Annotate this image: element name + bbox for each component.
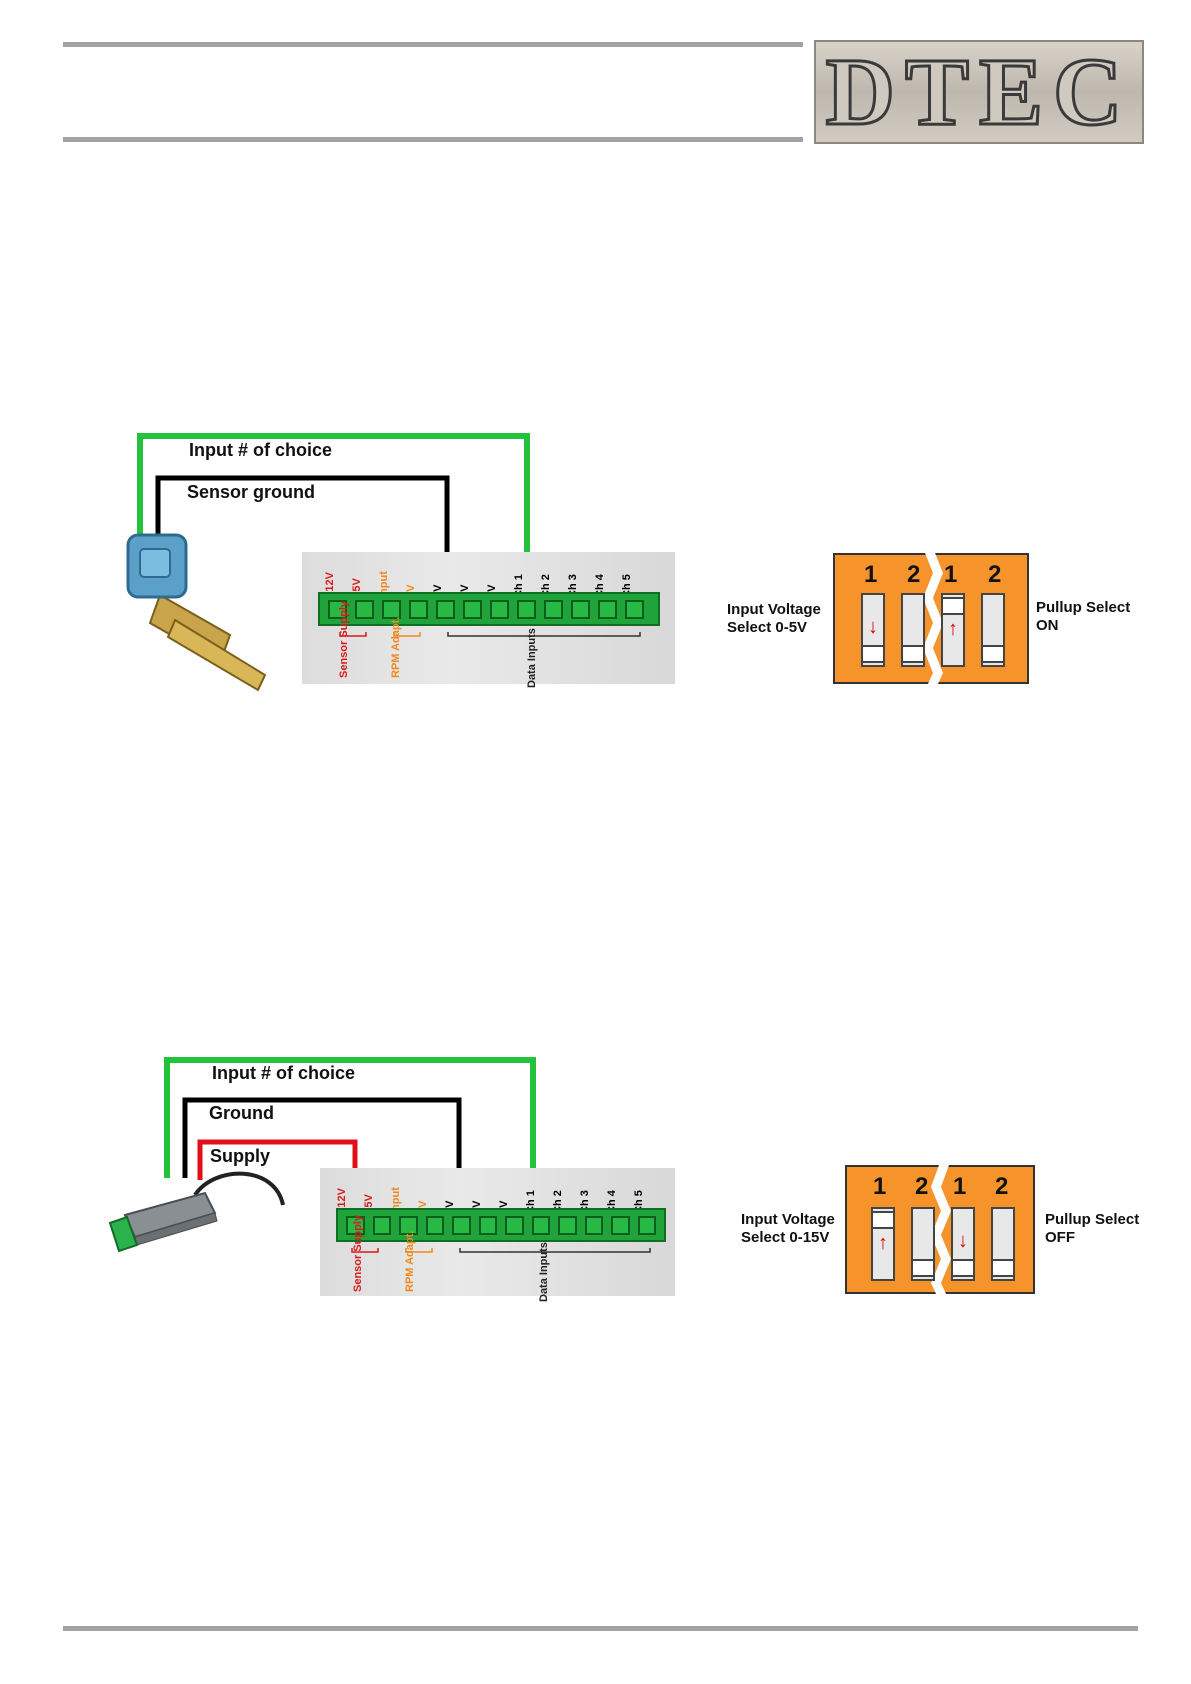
dip-2-left-caption: Input Voltage Select 0-15V <box>741 1211 835 1246</box>
wire-supply-red <box>197 1139 358 1180</box>
terminal-pin <box>598 599 617 619</box>
terminal-board-1: +12V +5V Input 0V 0V 0V 0V Ch 1 Ch 2 Ch … <box>302 552 675 688</box>
dip-2-switch-4 <box>991 1207 1015 1281</box>
dip-1-num-2: 2 <box>907 561 921 588</box>
dip-2-num-2: 2 <box>915 1173 929 1200</box>
dip-1-switch-3: ↑ <box>941 593 965 667</box>
header-rule-bottom <box>63 137 803 142</box>
terminal-board-2: +12V +5V Input 0V 0V 0V 0V Ch 1 Ch 2 Ch … <box>320 1168 675 1302</box>
wire-ground-black <box>182 1097 462 1178</box>
wire-label-ground: Sensor ground <box>187 482 316 502</box>
dip-1-num-3: 1 <box>944 561 958 588</box>
terminal-pin <box>637 1215 656 1235</box>
arrow-up-icon: ↑ <box>878 1232 888 1254</box>
wire-input-green <box>137 433 530 552</box>
group-label-rpm-adapt: RPM Adapt. <box>404 1230 416 1292</box>
terminal-pin <box>436 599 455 619</box>
dip-2-num-4: 2 <box>995 1173 1009 1200</box>
wire-label-supply: Supply <box>210 1146 271 1166</box>
terminal-pin <box>382 599 401 619</box>
terminal-strip-2 <box>336 1208 666 1242</box>
dip-2-num-1: 1 <box>873 1173 887 1200</box>
terminal-pin <box>463 599 482 619</box>
dip-2-right-caption: Pullup Select OFF <box>1045 1211 1140 1246</box>
dip-1-left-caption: Input Voltage Select 0-5V <box>727 601 821 636</box>
dtec-logo: DTEC <box>814 40 1144 144</box>
arrow-down-icon: ↓ <box>868 616 878 638</box>
dip-switch-2: 1 2 1 2 ↑ ↓ <box>845 1165 1035 1294</box>
wire-label-input: Input # of choice <box>212 1063 356 1083</box>
dip-1-switch-1: ↓ <box>861 593 885 667</box>
terminal-pin <box>328 599 347 619</box>
terminal-pin <box>517 599 536 619</box>
dip-1-switch-2 <box>901 593 925 667</box>
footer-rule <box>63 1626 1138 1631</box>
terminal-pin <box>452 1215 471 1235</box>
header-rule-top <box>63 42 803 47</box>
arrow-up-icon: ↑ <box>948 618 958 640</box>
temperature-sensor-image <box>126 533 267 692</box>
terminal-pin <box>478 1215 497 1235</box>
terminal-pin <box>399 1215 418 1235</box>
wire-input-green <box>164 1057 536 1178</box>
logo-text: DTEC <box>824 38 1133 145</box>
dip-switch-1: 1 2 1 2 ↓ ↑ <box>833 553 1029 684</box>
dip-1-switch-4 <box>981 593 1005 667</box>
terminal-pin <box>409 599 428 619</box>
terminal-pin <box>558 1215 577 1235</box>
terminal-pin <box>544 599 563 619</box>
terminal-pin <box>611 1215 630 1235</box>
wire-label-ground: Ground <box>209 1103 274 1123</box>
group-labels-2: Sensor Supply RPM Adapt. Data Inputs <box>320 1168 675 1302</box>
terminal-pin <box>490 599 509 619</box>
dip-2-switch-3: ↓ <box>951 1207 975 1281</box>
dip-1-num-1: 1 <box>864 561 878 588</box>
terminal-pin <box>625 599 644 619</box>
terminal-pin <box>425 1215 444 1235</box>
terminal-pin <box>571 599 590 619</box>
dip-1-num-4: 2 <box>988 561 1002 588</box>
terminal-pin <box>531 1215 550 1235</box>
wire-label-input: Input # of choice <box>189 440 333 460</box>
terminal-pin <box>346 1215 365 1235</box>
terminal-pin <box>372 1215 391 1235</box>
dip-2-num-3: 1 <box>953 1173 967 1200</box>
dip-2-break <box>931 1165 951 1294</box>
figure-1-wires <box>137 433 530 552</box>
dip-1-right-caption: Pullup Select ON <box>1036 599 1131 634</box>
figure-2-wires <box>164 1057 536 1180</box>
group-label-sensor-supply: Sensor Supply <box>352 1214 364 1292</box>
group-brackets-2 <box>351 1248 651 1253</box>
dip-2-switch-1: ↑ <box>871 1207 895 1281</box>
group-label-data-inputs: Data Inputs <box>538 1242 550 1302</box>
terminal-pin <box>505 1215 524 1235</box>
terminal-pin <box>584 1215 603 1235</box>
pressure-sensor-image <box>108 1171 285 1253</box>
dip-1-break <box>923 553 943 684</box>
group-brackets-1 <box>339 632 641 637</box>
dip-2-switch-2 <box>911 1207 935 1281</box>
terminal-strip-1 <box>318 592 660 626</box>
terminal-pin <box>355 599 374 619</box>
wire-ground-black <box>155 475 450 552</box>
arrow-down-icon: ↓ <box>958 1230 968 1252</box>
